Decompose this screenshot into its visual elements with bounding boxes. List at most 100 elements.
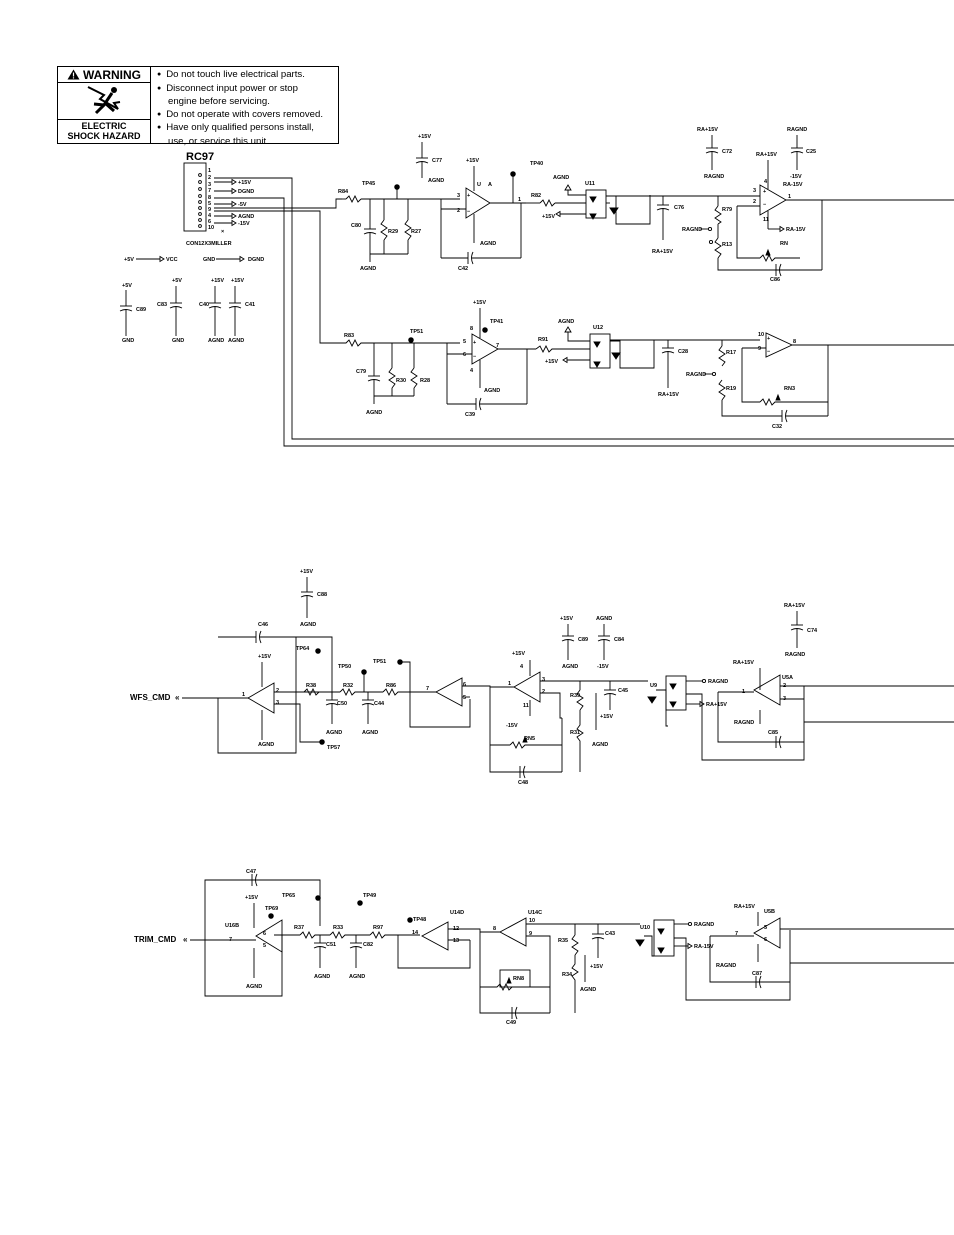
svg-text:6: 6 <box>463 352 466 358</box>
svg-text:C25: C25 <box>806 149 816 155</box>
svg-text:+15V: +15V <box>245 895 258 901</box>
svg-text:-15V: -15V <box>790 174 802 180</box>
svg-text:6: 6 <box>263 931 266 937</box>
svg-text:10: 10 <box>208 225 214 231</box>
svg-text:R91: R91 <box>538 337 548 343</box>
svg-text:+15V: +15V <box>473 300 486 306</box>
svg-text:AGND: AGND <box>558 319 574 325</box>
svg-text:6: 6 <box>208 219 211 225</box>
warning-list: Do not touch live electrical parts. Disc… <box>151 67 323 147</box>
svg-text:AGND: AGND <box>300 622 316 628</box>
svg-text:C28: C28 <box>678 349 688 355</box>
svg-text:U14D: U14D <box>450 910 464 916</box>
svg-text:8: 8 <box>493 926 496 932</box>
svg-text:4: 4 <box>764 179 768 185</box>
svg-text:R17: R17 <box>726 350 736 356</box>
svg-text:C47: C47 <box>246 869 256 875</box>
svg-text:R13: R13 <box>722 242 732 248</box>
svg-text:C40: C40 <box>199 302 209 308</box>
svg-text:TP45: TP45 <box>362 181 375 187</box>
svg-text:C87: C87 <box>752 971 762 977</box>
svg-text:A: A <box>488 182 492 188</box>
svg-text:6: 6 <box>463 682 466 688</box>
connector-part: CON12X3MILLER <box>186 241 232 247</box>
svg-text:7: 7 <box>426 686 429 692</box>
svg-text:AGND: AGND <box>326 730 342 736</box>
svg-text:1: 1 <box>208 168 211 174</box>
svg-text:R34: R34 <box>562 972 573 978</box>
svg-text:GND: GND <box>122 338 134 344</box>
caption-line-2: SHOCK HAZARD <box>67 131 141 141</box>
svg-text:3: 3 <box>542 677 545 683</box>
svg-text:TP41: TP41 <box>490 319 503 325</box>
svg-text:TP69: TP69 <box>265 906 278 912</box>
svg-text:11: 11 <box>523 703 529 709</box>
svg-text:C88: C88 <box>317 592 327 598</box>
svg-text:AGND: AGND <box>562 664 578 670</box>
svg-text:C48: C48 <box>518 780 528 786</box>
svg-text:TP49: TP49 <box>363 893 376 899</box>
svg-text:4: 4 <box>520 664 524 670</box>
svg-text:AGND: AGND <box>428 178 444 184</box>
connector-ref: RC97 <box>186 151 214 163</box>
svg-text:+: + <box>767 336 770 342</box>
svg-text:+15V: +15V <box>560 616 573 622</box>
svg-text:AGND: AGND <box>596 616 612 622</box>
svg-text:+5V: +5V <box>122 283 132 289</box>
wfs-cmd-label: WFS_CMD <box>130 693 171 702</box>
svg-text:AGND: AGND <box>349 974 365 980</box>
svg-text:RA+15V: RA+15V <box>756 152 777 158</box>
svg-text:2: 2 <box>276 688 279 694</box>
warning-item: Do not operate with covers removed. <box>157 109 323 123</box>
svg-text:5: 5 <box>263 943 266 949</box>
caption-line-1: ELECTRIC <box>81 121 127 131</box>
svg-text:+15V: +15V <box>258 654 271 660</box>
warning-triangle-icon <box>67 69 80 80</box>
svg-text:TP57: TP57 <box>327 745 340 751</box>
svg-text:1: 1 <box>518 197 521 203</box>
svg-text:5: 5 <box>208 201 211 207</box>
svg-text:2: 2 <box>208 175 211 181</box>
svg-text:RAGND: RAGND <box>694 922 714 928</box>
svg-text:U: U <box>477 182 481 188</box>
svg-text:C41: C41 <box>245 302 255 308</box>
svg-text:C79: C79 <box>356 369 366 375</box>
svg-text:RA+15V: RA+15V <box>733 660 754 666</box>
svg-text:+15V: +15V <box>418 134 431 140</box>
svg-text:TP65: TP65 <box>282 893 295 899</box>
svg-text:11: 11 <box>763 217 769 223</box>
trim-cmd-label: TRIM_CMD <box>134 935 176 944</box>
svg-text:DGND: DGND <box>248 257 264 263</box>
svg-text:AGND: AGND <box>480 241 496 247</box>
svg-text:1: 1 <box>242 692 245 698</box>
svg-text:AGND: AGND <box>580 987 596 993</box>
svg-text:U11: U11 <box>585 181 595 187</box>
svg-text:GND: GND <box>203 257 215 263</box>
svg-text:RA+15V: RA+15V <box>652 249 673 255</box>
svg-text:RA+15V: RA+15V <box>784 603 805 609</box>
svg-text:C39: C39 <box>465 412 475 418</box>
svg-text:TP48: TP48 <box>413 917 426 923</box>
svg-text:2: 2 <box>457 208 460 214</box>
svg-text:RA-15V: RA-15V <box>694 944 714 950</box>
svg-text:+15V: +15V <box>542 214 555 220</box>
svg-text:8: 8 <box>208 195 211 201</box>
svg-text:7: 7 <box>496 343 499 349</box>
svg-text:R39: R39 <box>570 693 580 699</box>
svg-text:AGND: AGND <box>208 338 224 344</box>
connector-rc97: RC97 1 2 3 7 8 5 9 4 6 10 +15V DGND -5V … <box>183 151 954 447</box>
svg-text:9: 9 <box>208 207 211 213</box>
svg-text:-15V: -15V <box>506 723 518 729</box>
svg-text:R84: R84 <box>338 189 349 195</box>
svg-text:TP51: TP51 <box>373 659 386 665</box>
svg-text:+15V: +15V <box>512 651 525 657</box>
svg-text:1: 1 <box>788 194 791 200</box>
svg-text:TP50: TP50 <box>338 664 351 670</box>
warning-item: Have only qualified persons install,use,… <box>157 122 323 148</box>
svg-text:5: 5 <box>463 339 466 345</box>
svg-text:7: 7 <box>229 937 232 943</box>
svg-text:7: 7 <box>735 931 738 937</box>
